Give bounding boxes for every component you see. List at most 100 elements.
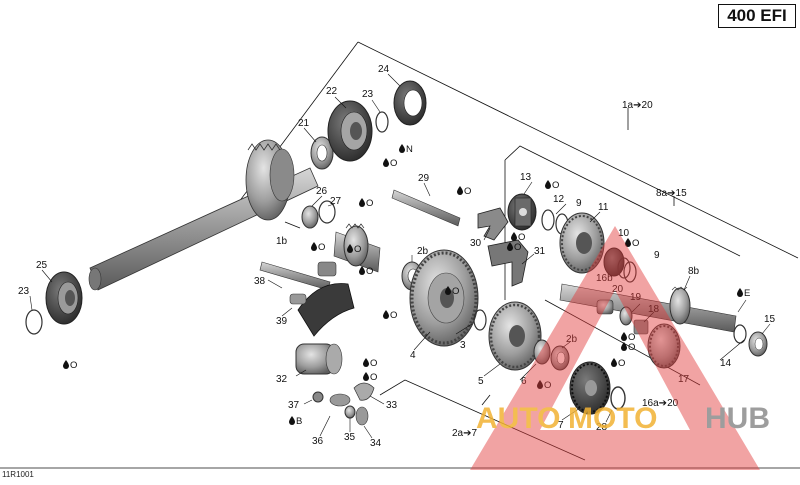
callout-c-32: 32 xyxy=(276,374,288,385)
callout-c-25: 25 xyxy=(36,260,48,271)
callout-c-2b-a: 2b xyxy=(417,246,429,257)
lube-mark-l-7: O xyxy=(354,244,361,255)
lube-mark-l-21: O xyxy=(318,242,325,253)
range-label-r-8a-15: 8a➔15 xyxy=(656,188,687,199)
actuator-32 xyxy=(295,343,343,375)
oil-drop-icon xyxy=(363,358,369,367)
callout-c-12: 12 xyxy=(553,194,565,205)
callout-c-14: 14 xyxy=(720,358,732,369)
lube-mark-l-12: O xyxy=(632,238,639,249)
callout-c-2b-b: 2b xyxy=(566,334,578,345)
callout-c-1b: 1b xyxy=(276,236,288,247)
callout-c-30: 30 xyxy=(470,238,482,249)
callout-c-8b: 8b xyxy=(688,266,700,277)
oil-drop-icon xyxy=(545,180,551,189)
lube-mark-l-19: B xyxy=(296,416,302,427)
gear-7 xyxy=(569,361,611,415)
bushing-20 xyxy=(596,299,614,315)
oil-drop-icon xyxy=(359,198,365,207)
callout-c-39: 39 xyxy=(276,316,288,327)
callout-c-33: 33 xyxy=(386,400,398,411)
washer-6 xyxy=(533,339,551,365)
assembly-brackets xyxy=(223,41,799,461)
watermark-part1: AUTO xyxy=(476,402,560,435)
watermark-triangle-icon xyxy=(470,226,760,470)
callout-numbers: 25232122232426272913129111b302b3110916b8… xyxy=(18,64,776,449)
washer-19 xyxy=(619,306,633,326)
washer-26 xyxy=(301,205,319,229)
bolt-37 xyxy=(312,391,324,403)
ring-14 xyxy=(733,324,747,344)
shift-drum-13 xyxy=(507,193,537,231)
seal-24 xyxy=(393,80,427,126)
range-label-r-2a-7: 2a➔7 xyxy=(452,428,478,439)
gear-17 xyxy=(647,323,681,369)
callout-c-16b: 16b xyxy=(596,273,613,284)
washer-27 xyxy=(318,200,336,224)
gear-11 xyxy=(559,212,605,274)
ring-9b xyxy=(623,261,637,283)
shift-rod-29 xyxy=(391,189,461,227)
bearing-15 xyxy=(748,331,768,357)
washer-28 xyxy=(610,386,626,410)
lube-mark-l-9: O xyxy=(452,286,459,297)
range-label-r-16a-20: 16a➔20 xyxy=(642,398,679,409)
model-badge: 400 EFI xyxy=(718,4,796,28)
oil-drop-icon xyxy=(507,242,513,251)
callout-c-24: 24 xyxy=(378,64,390,75)
oil-drop-icon xyxy=(363,372,369,381)
gear-1b xyxy=(333,223,381,273)
callout-c-21: 21 xyxy=(298,118,310,129)
lube-mark-l-4: O xyxy=(464,186,471,197)
callout-c-36: 36 xyxy=(312,436,324,447)
countershaft-8b xyxy=(559,283,737,333)
plate-36 xyxy=(329,393,351,407)
lever-38 xyxy=(317,261,337,277)
lube-mark-l-14: O xyxy=(628,342,635,353)
watermark-part2: MOTO xyxy=(568,402,657,435)
watermark: AUTO MOTO HUB xyxy=(470,226,770,470)
sector-39 xyxy=(297,283,355,337)
gear-4 xyxy=(409,249,479,347)
oil-drop-icon xyxy=(621,332,627,341)
drawing-code: 11R1001 xyxy=(2,470,34,479)
shift-fork-31 xyxy=(487,239,529,287)
ring-3 xyxy=(473,309,487,331)
lube-mark-l-11: O xyxy=(544,380,551,391)
callout-c-26: 26 xyxy=(316,186,328,197)
callout-c-11: 11 xyxy=(598,202,609,213)
washer-35 xyxy=(344,405,356,419)
callout-c-37: 37 xyxy=(288,400,300,411)
callout-c-23b: 23 xyxy=(362,89,374,100)
oil-drop-icon xyxy=(625,238,631,247)
oil-drop-icon xyxy=(383,310,389,319)
callout-c-29: 29 xyxy=(418,173,430,184)
lube-mark-l-13: O xyxy=(628,332,635,343)
callout-c-22: 22 xyxy=(326,86,338,97)
oil-drop-icon xyxy=(737,288,743,297)
oil-drop-icon xyxy=(311,242,317,251)
gear-5 xyxy=(488,301,542,371)
gear-16b xyxy=(603,247,625,277)
callout-c-9a: 9 xyxy=(576,198,582,209)
leader-lines xyxy=(29,73,771,439)
lube-mark-l-16: E xyxy=(744,288,750,299)
callout-c-38: 38 xyxy=(254,276,266,287)
callout-c-19: 19 xyxy=(630,292,642,303)
oil-drop-icon xyxy=(457,186,463,195)
plate-34 xyxy=(355,406,369,426)
callout-c-35: 35 xyxy=(344,432,356,443)
lube-mark-l-18: O xyxy=(370,372,377,383)
bearing-25 xyxy=(45,271,83,325)
arm-39 xyxy=(289,293,307,305)
seal-ring-23 xyxy=(25,309,43,335)
watermark-part3: HUB xyxy=(705,402,770,435)
ring-10 xyxy=(617,257,631,279)
bushing-2b-lower xyxy=(550,345,570,371)
oil-drop-icon xyxy=(445,286,451,295)
callout-c-27: 27 xyxy=(330,196,342,207)
oil-drop-icon xyxy=(359,266,365,275)
ring-12 xyxy=(541,209,555,231)
oil-drop-icon xyxy=(511,232,517,241)
